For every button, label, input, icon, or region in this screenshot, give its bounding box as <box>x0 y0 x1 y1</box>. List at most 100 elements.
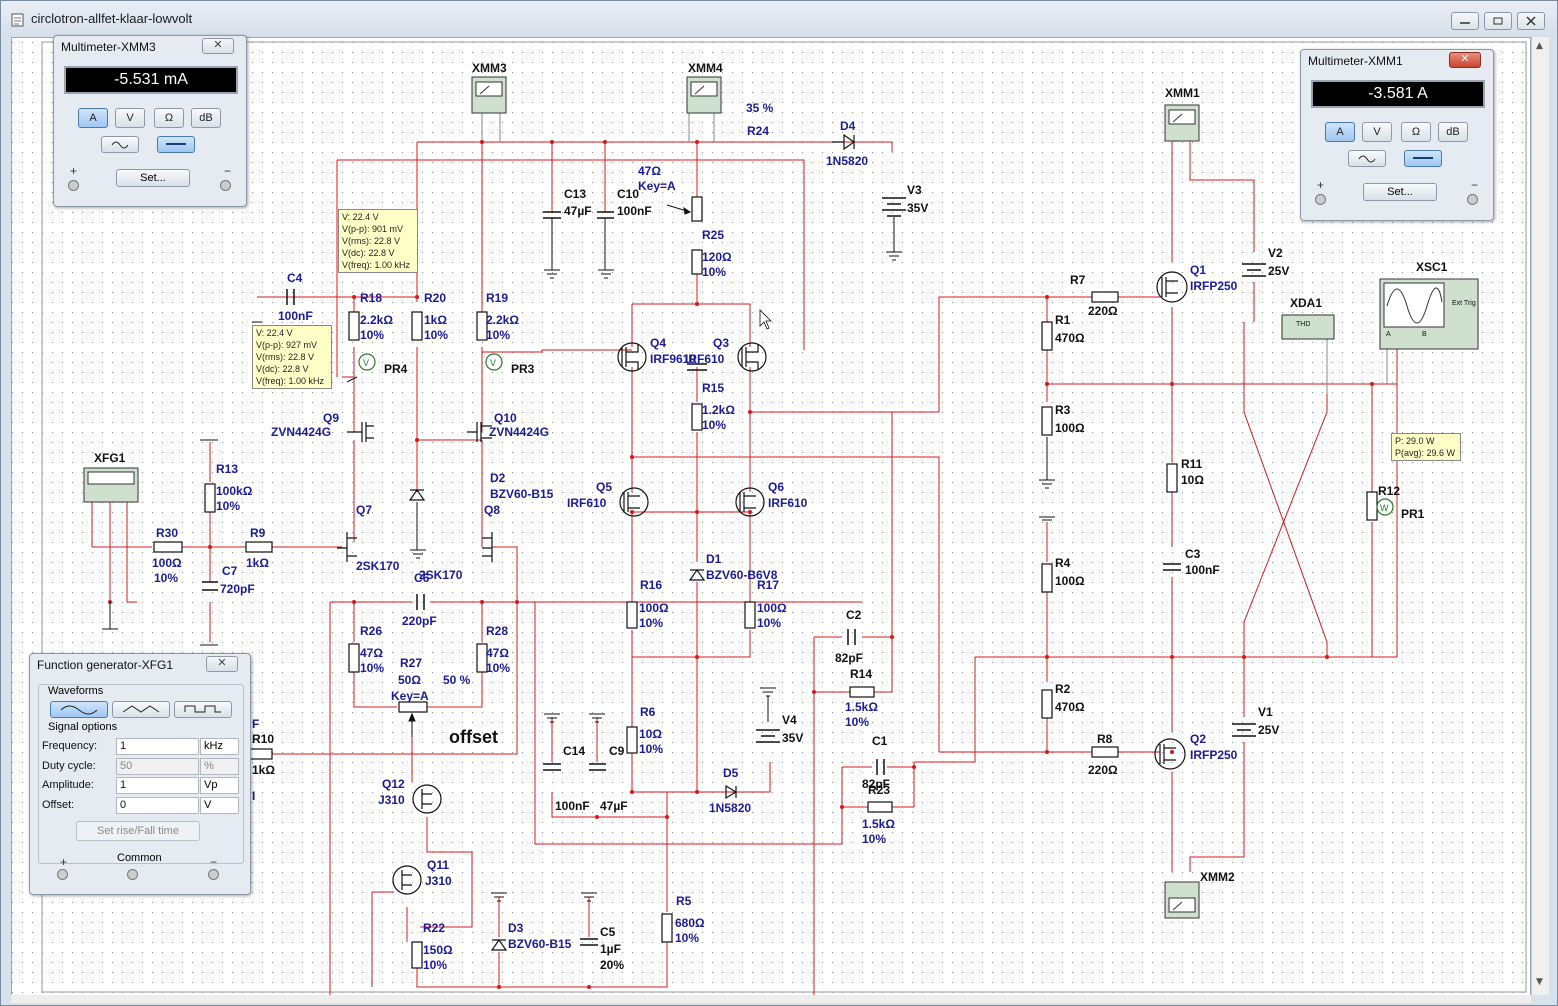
horizontal-scrollbar[interactable] <box>11 995 1531 1003</box>
xmm3-volt-button[interactable]: V <box>115 108 145 128</box>
xmm1-volt-button[interactable]: V <box>1362 122 1392 142</box>
fg-offset-input[interactable]: 0 <box>116 797 199 814</box>
resistor-r17[interactable] <box>744 601 756 629</box>
label-q10-value: ZVN4424G <box>489 425 549 439</box>
xmm3-plus-terminal[interactable] <box>68 180 79 191</box>
xmm3-db-button[interactable]: dB <box>191 108 221 128</box>
close-window-button[interactable] <box>1517 12 1545 30</box>
label-r18: R18 <box>360 291 382 305</box>
fg-duty-input[interactable]: 50 <box>116 758 199 775</box>
resistor-r6[interactable] <box>626 726 638 754</box>
resistor-r27[interactable] <box>398 701 428 713</box>
resistor-r24[interactable] <box>691 196 703 222</box>
resistor-r30[interactable] <box>153 541 183 553</box>
multimeter-xmm3-panel[interactable]: Multimeter-XMM3 ✕ -5.531 mA A V Ω dB + S… <box>53 35 247 207</box>
fg-offset-unit[interactable]: V <box>200 797 239 814</box>
grid-background <box>12 38 1530 996</box>
xmm3-ac-button[interactable] <box>101 136 139 153</box>
vertical-scrollbar[interactable]: ▲ ▼ <box>1531 37 1549 995</box>
svg-text:W: W <box>1380 503 1389 513</box>
xmm1-ac-button[interactable] <box>1348 150 1386 167</box>
fg-frequency-unit[interactable]: kHz <box>200 738 239 755</box>
resistor-r26[interactable] <box>348 643 360 673</box>
resistor-r25[interactable] <box>691 249 703 275</box>
schematic[interactable]: V V W <box>12 38 1530 996</box>
resistor-r7[interactable] <box>1091 291 1119 303</box>
xmm1-close-button[interactable]: ✕ <box>1449 52 1481 68</box>
resistor-r18[interactable] <box>348 311 360 341</box>
xmm3-set-button[interactable]: Set... <box>116 169 190 187</box>
fg-sine-button[interactable] <box>50 701 108 718</box>
resistor-r28[interactable] <box>476 643 488 673</box>
fg-common-terminal[interactable] <box>127 869 138 880</box>
xmm3-display: -5.531 mA <box>64 66 238 94</box>
resistor-r23[interactable] <box>867 801 893 813</box>
fg-amplitude-unit[interactable]: Vp <box>200 777 239 794</box>
xmm1-db-button[interactable]: dB <box>1438 122 1468 142</box>
xmm1-plus-terminal[interactable] <box>1315 194 1326 205</box>
fg-plus-terminal[interactable] <box>57 869 68 880</box>
scroll-down-icon[interactable]: ▼ <box>1536 977 1543 987</box>
fg-rise-fall-button[interactable]: Set rise/Fall time <box>76 821 200 841</box>
minimize-button[interactable] <box>1451 12 1479 30</box>
resistor-r22[interactable] <box>411 941 423 969</box>
fg-amplitude-input[interactable]: 1 <box>116 777 199 794</box>
fg-close-button[interactable]: ✕ <box>206 656 238 672</box>
xmm3-minus-terminal[interactable] <box>220 180 231 191</box>
label-c6: C6 <box>414 571 430 585</box>
schematic-canvas[interactable]: V V W <box>11 37 1531 997</box>
fg-minus-terminal[interactable] <box>208 869 219 880</box>
xmm3-ohm-button[interactable]: Ω <box>154 108 184 128</box>
xmm3-ampere-button[interactable]: A <box>78 108 108 128</box>
resistor-r19[interactable] <box>476 311 488 341</box>
resistor-r11[interactable] <box>1166 463 1178 493</box>
xmm3-dc-button[interactable] <box>157 136 195 153</box>
label-xfg1: XFG1 <box>94 451 126 465</box>
fg-triangle-button[interactable] <box>112 701 170 718</box>
label-r24: R24 <box>747 124 769 138</box>
resistor-r20[interactable] <box>411 311 423 341</box>
label-r27-pct: 50 % <box>443 673 471 687</box>
mosfet-q9 <box>347 422 374 442</box>
title-bar[interactable]: circlotron-allfet-klaar-lowvolt <box>1 1 1557 37</box>
xmm1-dc-button[interactable] <box>1404 150 1442 167</box>
resistor-r16[interactable] <box>626 601 638 629</box>
xmm1-set-button[interactable]: Set... <box>1363 183 1437 201</box>
resistor-r12[interactable] <box>1366 491 1378 521</box>
resistor-r15[interactable] <box>691 403 703 431</box>
label-r20-value: 1kΩ <box>424 313 447 327</box>
label-r11-value: 10Ω <box>1181 473 1204 487</box>
resistor-r4[interactable] <box>1041 563 1053 593</box>
restore-button[interactable] <box>1484 12 1512 30</box>
fg-frequency-input[interactable]: 1 <box>116 738 199 755</box>
fg-square-button[interactable] <box>174 701 232 718</box>
function-generator-panel[interactable]: Function generator-XFG1 ✕ Waveforms Sign… <box>29 653 251 895</box>
resistor-r1[interactable] <box>1041 321 1053 351</box>
resistor-r5[interactable] <box>661 913 673 943</box>
xmm1-minus-terminal[interactable] <box>1467 194 1478 205</box>
resistor-r8[interactable] <box>1091 746 1119 758</box>
label-r4-value: 100Ω <box>1055 574 1085 588</box>
resistor-r14[interactable] <box>849 686 875 698</box>
svg-text:V: V <box>490 358 496 368</box>
label-xmm4: XMM4 <box>688 61 723 75</box>
resistor-r9[interactable] <box>245 541 273 553</box>
resistor-r13[interactable] <box>204 483 216 513</box>
xmm1-ampere-button[interactable]: A <box>1325 122 1355 142</box>
label-r14-tol: 10% <box>845 715 869 729</box>
label-r18-value: 2.2kΩ <box>360 313 393 327</box>
restore-icon <box>1493 17 1503 25</box>
fg-duty-unit[interactable]: % <box>200 758 239 775</box>
component-labels: XMM3 XMM4 XMM1 XMM2 XFG1 XDA1 XSC1 THD E… <box>94 61 1476 972</box>
label-d1-value: BZV60-B6V8 <box>706 568 778 582</box>
resistor-r2[interactable] <box>1041 689 1053 719</box>
multimeter-xmm1-panel[interactable]: Multimeter-XMM1 ✕ -3.581 A A V Ω dB + Se… <box>1300 49 1494 221</box>
xmm3-close-button[interactable]: ✕ <box>202 38 234 54</box>
distortion-analyzer-xda1-icon[interactable] <box>1281 314 1335 340</box>
xmm1-ohm-button[interactable]: Ω <box>1401 122 1431 142</box>
xmm3-minus-label: − <box>224 164 232 178</box>
resistor-r3[interactable] <box>1041 406 1053 436</box>
label-v3-value: 35V <box>907 201 928 215</box>
scroll-up-icon[interactable]: ▲ <box>1536 41 1543 51</box>
label-r3: R3 <box>1055 403 1071 417</box>
